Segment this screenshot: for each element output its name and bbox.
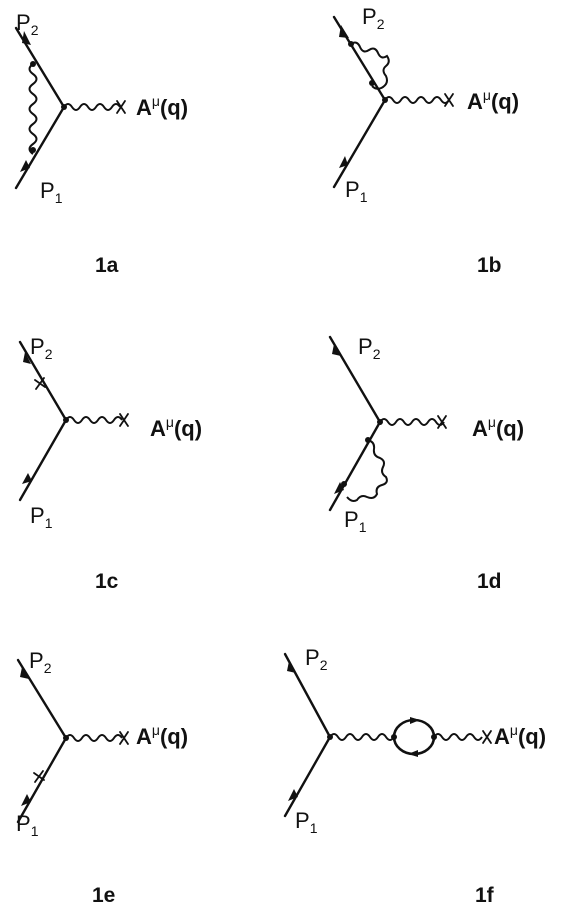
- incoming-fermion-line: [18, 418, 68, 502]
- label-field: Aμ(q): [472, 414, 524, 441]
- label-p1: P1: [344, 507, 367, 535]
- caption-1c: 1c: [95, 570, 119, 593]
- diagram-1e: P2 P1 Aμ(q) 1e: [16, 648, 188, 907]
- label-p2: P2: [305, 645, 328, 673]
- fermion-arrow-icon: [21, 794, 31, 806]
- caption-1f: 1f: [475, 884, 495, 907]
- label-p2: P2: [358, 334, 381, 362]
- fermion-arrow-icon: [22, 473, 32, 484]
- diagram-1c: P2 P1 Aμ(q) 1c: [18, 334, 202, 593]
- label-field: Aμ(q): [136, 93, 188, 120]
- fermion-arrow-icon: [22, 31, 31, 45]
- vertex-dot: [348, 41, 354, 47]
- vertex-dot: [341, 481, 347, 487]
- external-cross-icon: [437, 415, 447, 429]
- loop-arrow-icon: [410, 717, 420, 724]
- fermion-arrow-icon: [23, 352, 31, 364]
- external-cross-icon: [119, 413, 129, 427]
- fermion-loop: [392, 718, 436, 756]
- label-field: Aμ(q): [467, 87, 519, 114]
- outgoing-fermion-line: [18, 340, 68, 422]
- vertex-dot: [30, 147, 36, 153]
- fermion-arrow-icon: [288, 789, 298, 801]
- fermion-arrow-icon: [20, 667, 29, 679]
- photon-loop-line: [350, 41, 390, 90]
- label-field: Aμ(q): [136, 722, 188, 749]
- caption-1d: 1d: [477, 570, 502, 593]
- label-p2: P2: [16, 10, 39, 38]
- incoming-fermion-line: [332, 98, 387, 189]
- label-p1: P1: [345, 177, 368, 205]
- fermion-arrow-icon: [339, 156, 348, 168]
- diagram-1d: P2 P1 Aμ(q) 1d: [328, 334, 524, 593]
- counterterm-cross-icon: [34, 377, 46, 390]
- external-cross-icon: [116, 100, 126, 114]
- vertex-dot: [365, 437, 371, 443]
- diagram-1f: P2 P1 Aμ(q) 1f: [283, 645, 546, 907]
- outgoing-fermion-line: [16, 658, 68, 740]
- fermion-arrow-icon: [287, 661, 296, 673]
- external-photon-line: [65, 416, 123, 424]
- incoming-fermion-line: [16, 736, 68, 824]
- incoming-fermion-line: [283, 735, 332, 818]
- internal-photon-line: [329, 733, 395, 741]
- external-photon-line: [379, 418, 445, 426]
- outgoing-fermion-line: [328, 335, 382, 424]
- external-photon-line: [433, 733, 483, 741]
- label-field: Aμ(q): [494, 722, 546, 749]
- vertex-dot: [391, 734, 397, 740]
- caption-1a: 1a: [95, 254, 119, 277]
- fermion-arrow-icon: [20, 160, 30, 172]
- label-p1: P1: [40, 178, 63, 206]
- label-p1: P1: [16, 811, 39, 839]
- external-cross-icon: [482, 730, 492, 744]
- vertex-dot: [30, 61, 36, 67]
- label-p2: P2: [30, 334, 53, 362]
- caption-1e: 1e: [92, 884, 115, 907]
- vertex-dot: [369, 80, 375, 86]
- label-p2: P2: [362, 4, 385, 32]
- fermion-arrow-icon: [332, 344, 341, 356]
- caption-1b: 1b: [477, 254, 502, 277]
- label-p1: P1: [30, 503, 53, 531]
- fermion-arrow-icon: [339, 25, 349, 38]
- incoming-fermion-line: [14, 105, 66, 190]
- external-cross-icon: [444, 93, 454, 107]
- loop-arrow-icon: [408, 750, 418, 757]
- photon-loop-line: [28, 63, 38, 155]
- external-photon-line: [63, 103, 121, 111]
- photon-loop-line: [346, 439, 388, 502]
- label-field: Aμ(q): [150, 414, 202, 441]
- external-cross-icon: [119, 731, 129, 745]
- label-p1: P1: [295, 808, 318, 836]
- label-p2: P2: [29, 648, 52, 676]
- diagram-1a: P2 P1 Aμ(q) 1a: [14, 10, 188, 277]
- diagram-1b: P2 P1 Aμ(q) 1b: [332, 4, 519, 277]
- incoming-fermion-line: [328, 420, 382, 512]
- counterterm-cross-icon: [33, 770, 45, 783]
- external-photon-line: [65, 734, 123, 742]
- external-photon-line: [384, 96, 450, 104]
